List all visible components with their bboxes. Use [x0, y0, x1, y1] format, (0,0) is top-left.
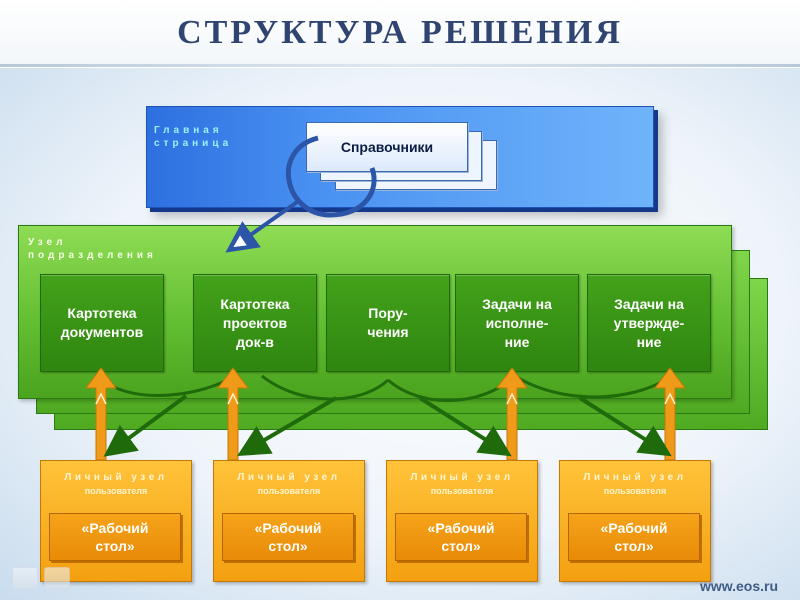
- personal-node: Личный узел пользователя «Рабочий стол»: [40, 460, 192, 582]
- main-page-label: Главная страница: [154, 125, 233, 149]
- personal-node-subtitle: пользователя: [603, 486, 667, 496]
- personal-node-title: Личный узел: [64, 472, 168, 483]
- header-bar: [0, 0, 800, 66]
- personal-node: Личный узел пользователя «Рабочий стол»: [559, 460, 711, 582]
- footer-url: www.eos.ru: [699, 578, 778, 594]
- personal-node-title: Личный узел: [410, 472, 514, 483]
- circular-return-arrow-icon: [225, 135, 377, 253]
- module-documents-card-index[interactable]: Картотека документов: [40, 274, 164, 372]
- personal-node: Личный узел пользователя «Рабочий стол»: [213, 460, 365, 582]
- desktop-button[interactable]: «Рабочий стол»: [568, 513, 700, 561]
- personal-node-subtitle: пользователя: [84, 486, 148, 496]
- module-assignments[interactable]: Пору- чения: [326, 274, 450, 372]
- personal-node-subtitle: пользователя: [257, 486, 321, 496]
- nav-next-icon[interactable]: [44, 567, 70, 589]
- desktop-button[interactable]: «Рабочий стол»: [222, 513, 354, 561]
- module-tasks-execution[interactable]: Задачи на исполне- ние: [455, 274, 579, 372]
- reference-books-card[interactable]: Справочники: [306, 122, 468, 172]
- department-node-label: Узел подразделения: [28, 237, 157, 261]
- module-tasks-approval[interactable]: Задачи на утвержде- ние: [587, 274, 711, 372]
- desktop-button[interactable]: «Рабочий стол»: [49, 513, 181, 561]
- link-arrows-down: [103, 394, 672, 457]
- personal-node-title: Личный узел: [237, 472, 341, 483]
- personal-node: Личный узел пользователя «Рабочий стол»: [386, 460, 538, 582]
- nav-prev-icon[interactable]: [12, 567, 38, 589]
- personal-node-subtitle: пользователя: [430, 486, 494, 496]
- desktop-button[interactable]: «Рабочий стол»: [395, 513, 527, 561]
- page-title: СТРУКТУРА РЕШЕНИЯ: [177, 14, 623, 51]
- module-draft-documents-card-index[interactable]: Картотека проектов док-в: [193, 274, 317, 372]
- personal-node-title: Личный узел: [583, 472, 687, 483]
- header-divider: [0, 64, 800, 67]
